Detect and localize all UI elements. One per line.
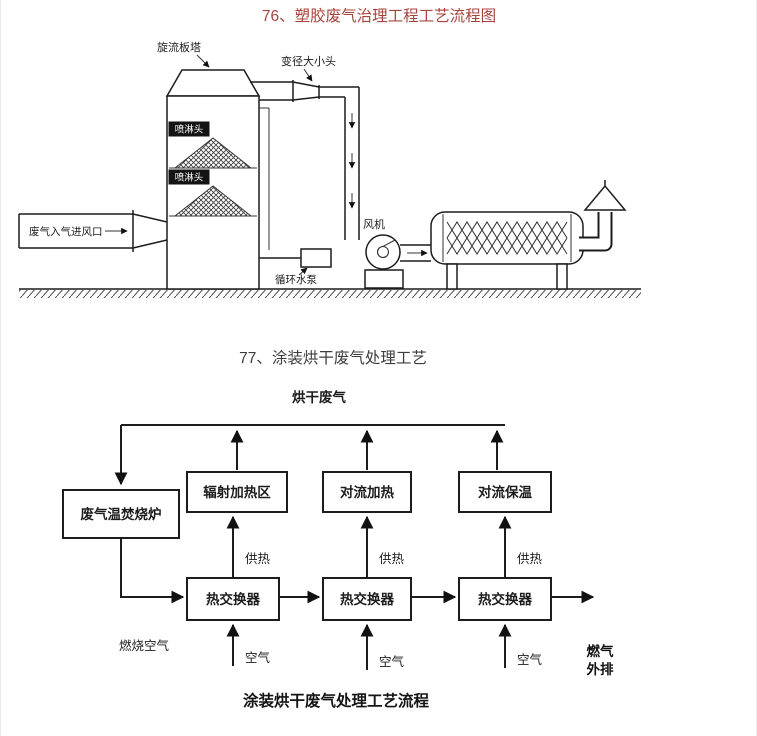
outlet-duct-and-reducer: 变径大小头 — [250, 54, 360, 240]
exhaust-label-line2: 外排 — [587, 661, 615, 677]
diagram2-caption: 涂装烘干废气处理工艺流程 — [243, 691, 430, 710]
reducer-label: 变径大小头 — [281, 54, 336, 68]
convection-heating-box — [322, 471, 412, 513]
combustion-air-label: 燃烧空气 — [119, 638, 170, 653]
fan-scroll — [365, 234, 401, 270]
diagram2-coating-drying-process: 烘干废气 废气温焚烧炉 辐射加热区 对流加热 对流保温 热交换器 热交换器 热交… — [62, 389, 615, 710]
exhaust-stack — [577, 180, 627, 252]
exhaust-label-line1: 燃气 — [587, 643, 615, 659]
heat-exchanger-2-box — [322, 577, 412, 621]
air-3-label: 空气 — [517, 652, 543, 667]
air-2-label: 空气 — [379, 654, 405, 669]
fan-label: 风机 — [363, 217, 385, 231]
convection-heating-label: 对流加热 — [340, 484, 394, 500]
gas-inlet-label: 废气入气进风口 — [29, 225, 103, 238]
packing-lower — [173, 185, 253, 217]
spray-head-lower-tag — [168, 169, 210, 185]
section1-title: 76、塑胶废气治理工程工艺流程图 — [262, 7, 496, 25]
convection-holding-label: 对流保温 — [478, 484, 532, 500]
section2-title: 77、涂装烘干废气处理工艺 — [239, 349, 427, 367]
rain-cap — [583, 184, 627, 211]
drying-waste-gas-label: 烘干废气 — [292, 389, 346, 405]
packing-upper — [173, 137, 253, 169]
adsorber-vessel — [430, 211, 584, 290]
heat-exchanger-1-label: 热交换器 — [206, 591, 260, 607]
diagram1-plastic-waste-gas-process: 废气入气进风口 喷淋头 喷淋头 旋流板塔 循环水泵 — [18, 40, 641, 298]
adsorber-leg-right — [556, 263, 568, 290]
pump-callout-arrow — [298, 267, 308, 276]
radiant-heating-label: 辐射加热区 — [203, 484, 271, 500]
heat-supply-3-label: 供热 — [517, 552, 543, 566]
incinerator-to-hx1-line — [120, 538, 185, 604]
heat-exchanger-3-label: 热交换器 — [478, 591, 532, 607]
spray-head-upper-tag — [168, 121, 210, 137]
ground-hatch — [19, 290, 641, 298]
air-1-label: 空气 — [245, 650, 271, 665]
cyclone-plate-tower: 喷淋头 喷淋头 旋流板塔 — [157, 40, 261, 290]
spray-head-upper-label: 喷淋头 — [175, 124, 204, 136]
gas-inlet-duct: 废气入气进风口 — [18, 210, 168, 252]
incinerator-label: 废气温焚烧炉 — [81, 506, 162, 522]
reducer-callout-arrow — [303, 68, 313, 82]
adsorber-leg-left — [446, 263, 458, 290]
spray-head-lower-label: 喷淋头 — [175, 172, 204, 184]
fan-assembly: 风机 — [363, 217, 431, 289]
fan-base — [364, 269, 404, 289]
radiant-heating-box — [186, 471, 288, 513]
pump-body — [300, 248, 332, 268]
convection-holding-box — [458, 471, 552, 513]
tower-roof — [165, 69, 261, 97]
heat-supply-1-label: 供热 — [245, 552, 271, 566]
heat-exchanger-2-label: 热交换器 — [340, 591, 394, 607]
tower-callout-arrow — [196, 54, 210, 68]
tower-label: 旋流板塔 — [157, 40, 201, 54]
circulating-pump-assembly: 循环水泵 — [259, 107, 332, 286]
heat-supply-2-label: 供热 — [379, 552, 405, 566]
heat-exchanger-3-box — [458, 577, 552, 621]
pump-label: 循环水泵 — [275, 273, 317, 286]
